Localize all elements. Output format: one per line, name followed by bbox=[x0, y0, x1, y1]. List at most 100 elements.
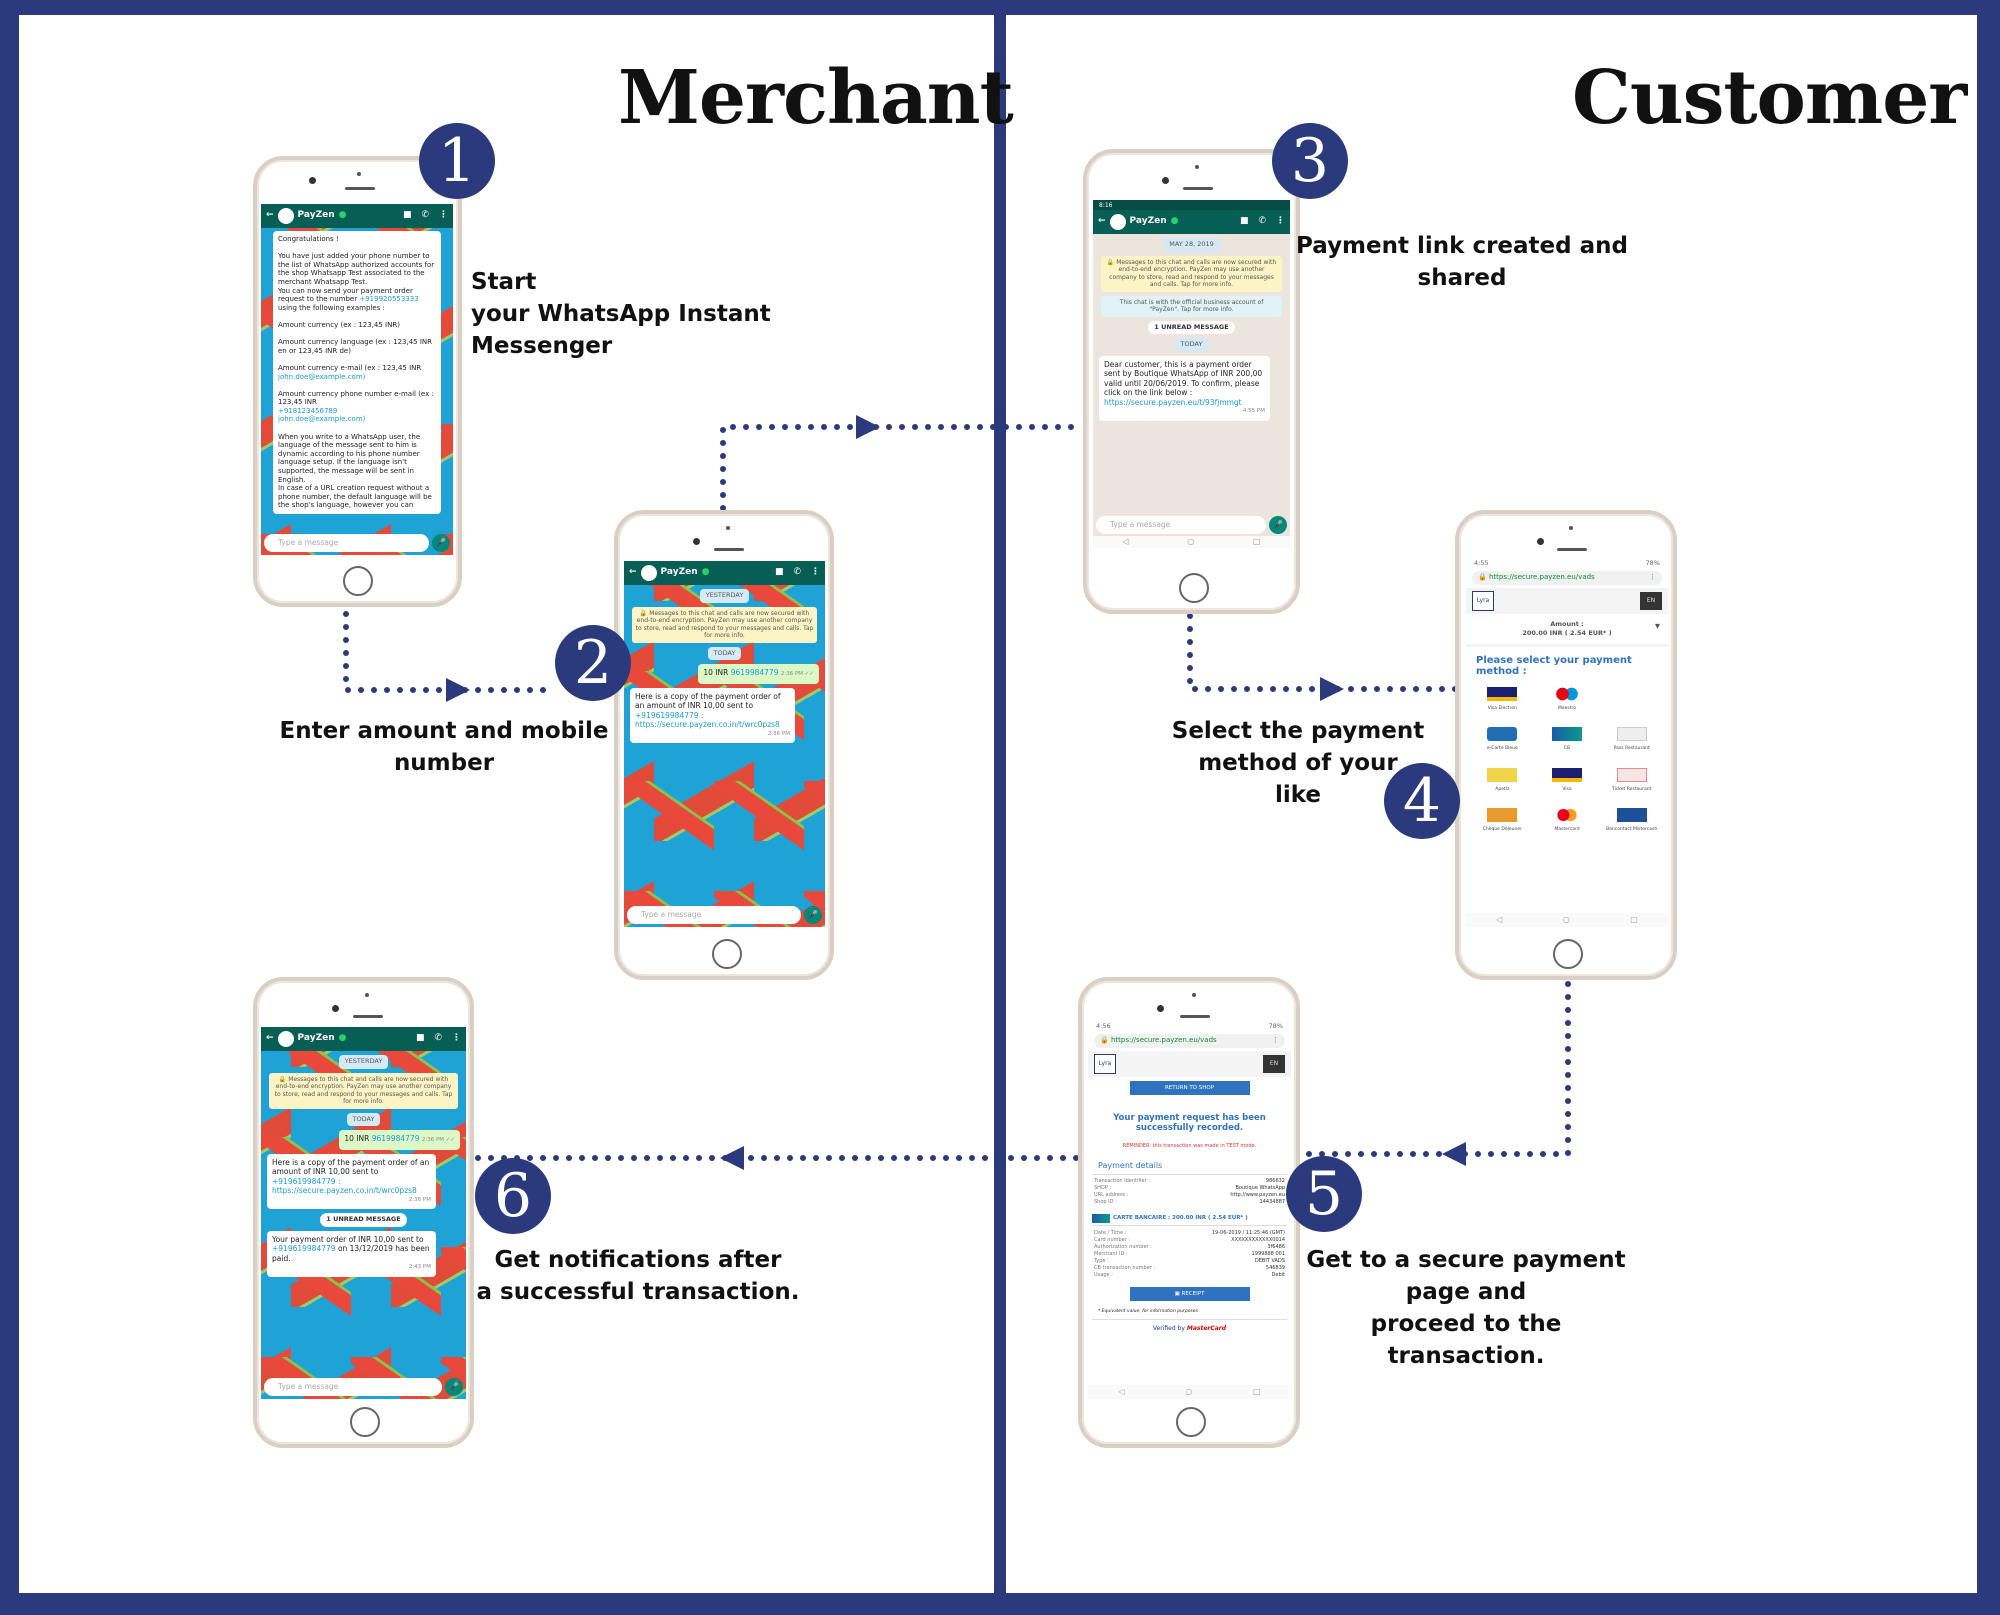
received-message: Here is a copy of the payment order of a… bbox=[267, 1153, 436, 1209]
back-icon[interactable]: ← bbox=[1098, 216, 1106, 227]
message-input[interactable]: Type a message bbox=[264, 1378, 442, 1396]
arrowhead-left-icon bbox=[1442, 1142, 1466, 1166]
sent-message: 10 INR 9619984779 2:36 PM ✓✓ bbox=[339, 1130, 460, 1150]
nav-recent-icon[interactable]: □ bbox=[1253, 537, 1261, 546]
phone-call-icon[interactable]: ✆ bbox=[793, 567, 801, 578]
whatsapp-screen-2: ←PayZen●■✆⋮ YESTERDAY 🔒 Messages to this… bbox=[624, 561, 825, 927]
arrowhead-right-icon bbox=[1320, 677, 1344, 701]
mic-icon[interactable]: 🎤 bbox=[804, 906, 822, 924]
method-cheque-dejeuner[interactable]: Chèque Déjeuner bbox=[1470, 808, 1535, 835]
business-notice: This chat is with the official business … bbox=[1101, 295, 1282, 317]
nav-home-icon[interactable]: ○ bbox=[1562, 915, 1570, 924]
return-to-shop-button[interactable]: RETURN TO SHOP bbox=[1129, 1080, 1250, 1095]
encryption-notice: 🔒 Messages to this chat and calls are no… bbox=[1101, 255, 1282, 292]
payzen-avatar bbox=[277, 1031, 294, 1047]
video-call-icon[interactable]: ■ bbox=[1239, 216, 1249, 227]
more-icon[interactable]: ⋮ bbox=[811, 567, 820, 578]
payzen-avatar bbox=[277, 208, 294, 224]
video-call-icon[interactable]: ■ bbox=[774, 567, 784, 578]
payzen-avatar bbox=[640, 565, 657, 581]
success-message: Your payment request has been successful… bbox=[1113, 1112, 1266, 1133]
method-ticket-restaurant[interactable]: Ticket Restaurant bbox=[1599, 767, 1664, 795]
arrow-3-to-4 bbox=[1187, 613, 1461, 692]
method-visa[interactable]: Visa bbox=[1535, 767, 1600, 795]
message-input[interactable]: Type a message bbox=[627, 906, 801, 924]
lyra-logo: Lyra bbox=[1472, 590, 1494, 611]
chat-header: ←PayZen●■✆⋮ bbox=[261, 204, 453, 228]
encryption-notice: 🔒 Messages to this chat and calls are no… bbox=[632, 606, 817, 643]
welcome-message: Congratulations ! You have just added yo… bbox=[273, 231, 441, 514]
video-call-icon[interactable]: ■ bbox=[402, 210, 412, 221]
payment-details-title: Payment details bbox=[1092, 1161, 1287, 1175]
method-apetiz[interactable]: Apetiz bbox=[1470, 767, 1535, 795]
chevron-down-icon: ▼ bbox=[1655, 621, 1660, 630]
mic-icon[interactable]: 🎤 bbox=[432, 534, 450, 552]
receipt-button[interactable]: ▣ RECEIPT bbox=[1129, 1287, 1250, 1301]
nav-back-icon[interactable]: ◁ bbox=[1496, 915, 1503, 924]
method-maestro[interactable]: Maestro bbox=[1535, 686, 1600, 714]
method-cb[interactable]: CB bbox=[1535, 727, 1600, 754]
unread-pill: 1 UNREAD MESSAGE bbox=[320, 1213, 407, 1227]
method-visa-electron[interactable]: Visa Electron bbox=[1470, 686, 1535, 714]
verified-icon: ● bbox=[1170, 216, 1179, 227]
mastercard-securecode-logo: MasterCard bbox=[1186, 1324, 1227, 1332]
method-pass-restaurant[interactable]: Pass Restaurant bbox=[1599, 727, 1664, 754]
more-icon[interactable]: ⋮ bbox=[452, 1033, 461, 1044]
date-pill: YESTERDAY bbox=[699, 589, 750, 603]
card-title: CARTE BANCAIRE : 200.00 INR ( 2.54 EUR* … bbox=[1113, 1214, 1248, 1221]
step-number-4: 4 bbox=[1384, 763, 1460, 839]
nav-back-icon[interactable]: ◁ bbox=[1122, 537, 1129, 546]
method-bancontact[interactable]: Bancontact Mistercash bbox=[1599, 808, 1664, 835]
phone-call-icon[interactable]: ✆ bbox=[1258, 216, 1266, 227]
arrow-1-to-2 bbox=[343, 611, 558, 693]
message-input[interactable]: Type a message bbox=[264, 534, 429, 552]
more-icon[interactable]: ⋮ bbox=[439, 210, 448, 221]
back-icon[interactable]: ← bbox=[629, 567, 637, 578]
lyra-logo: Lyra bbox=[1094, 1053, 1116, 1074]
customer-title: Customer bbox=[1572, 55, 1967, 141]
phone-call-icon[interactable]: ✆ bbox=[434, 1033, 442, 1044]
mic-icon[interactable]: 🎤 bbox=[445, 1378, 463, 1396]
unread-pill: 1 UNREAD MESSAGE bbox=[1148, 320, 1235, 334]
nav-recent-icon[interactable]: □ bbox=[1630, 915, 1638, 924]
language-button[interactable]: EN bbox=[1263, 1054, 1285, 1073]
footnote: * Equivalent value, for information purp… bbox=[1092, 1305, 1287, 1320]
contact-name: PayZen bbox=[297, 210, 335, 221]
amount-dropdown[interactable]: Amount :200.00 INR ( 2.54 EUR* )▼ bbox=[1466, 614, 1668, 647]
method-mastercard[interactable]: Mastercard bbox=[1535, 808, 1600, 835]
back-icon[interactable]: ← bbox=[266, 1033, 274, 1044]
cb-card-icon bbox=[1092, 1213, 1110, 1223]
payment-link[interactable]: https://secure.payzen.eu/t/93fjmmgt bbox=[1104, 397, 1242, 407]
video-call-icon[interactable]: ■ bbox=[415, 1033, 425, 1044]
language-button[interactable]: EN bbox=[1640, 591, 1662, 610]
more-icon[interactable]: ⋮ bbox=[1276, 216, 1285, 227]
payment-paid-message: Your payment order of INR 10,00 sent to … bbox=[267, 1230, 436, 1277]
nav-recent-icon[interactable]: □ bbox=[1253, 1387, 1261, 1396]
arrowhead-left-icon bbox=[720, 1146, 744, 1170]
mic-icon[interactable]: 🎤 bbox=[1269, 516, 1287, 534]
payment-method-grid: Visa Electron Maestro e-Carte Bleue CB P… bbox=[1466, 679, 1668, 843]
nav-home-icon[interactable]: ○ bbox=[1185, 1387, 1193, 1396]
test-mode-reminder: REMINDER: this transaction was made in T… bbox=[1122, 1142, 1257, 1149]
back-icon[interactable]: ← bbox=[266, 210, 274, 221]
arrowhead-right-icon bbox=[446, 678, 470, 702]
url-bar[interactable]: 🔒 https://secure.payzen.eu/vads⋮ bbox=[1094, 1034, 1285, 1048]
nav-home-icon[interactable]: ○ bbox=[1187, 537, 1195, 546]
step-number-2: 2 bbox=[555, 625, 631, 701]
phone-call-icon[interactable]: ✆ bbox=[421, 210, 429, 221]
step-number-3: 3 bbox=[1272, 123, 1348, 199]
url-bar[interactable]: 🔒 https://secure.payzen.eu/vads⋮ bbox=[1472, 571, 1662, 585]
arrow-2-to-3 bbox=[720, 424, 1086, 511]
method-e-carte-bleue[interactable]: e-Carte Bleue bbox=[1470, 727, 1535, 754]
contact-name: PayZen bbox=[660, 567, 698, 578]
nav-back-icon[interactable]: ◁ bbox=[1118, 1387, 1125, 1396]
message-input[interactable]: Type a message bbox=[1096, 516, 1266, 534]
arrowhead-right-icon bbox=[856, 415, 880, 439]
